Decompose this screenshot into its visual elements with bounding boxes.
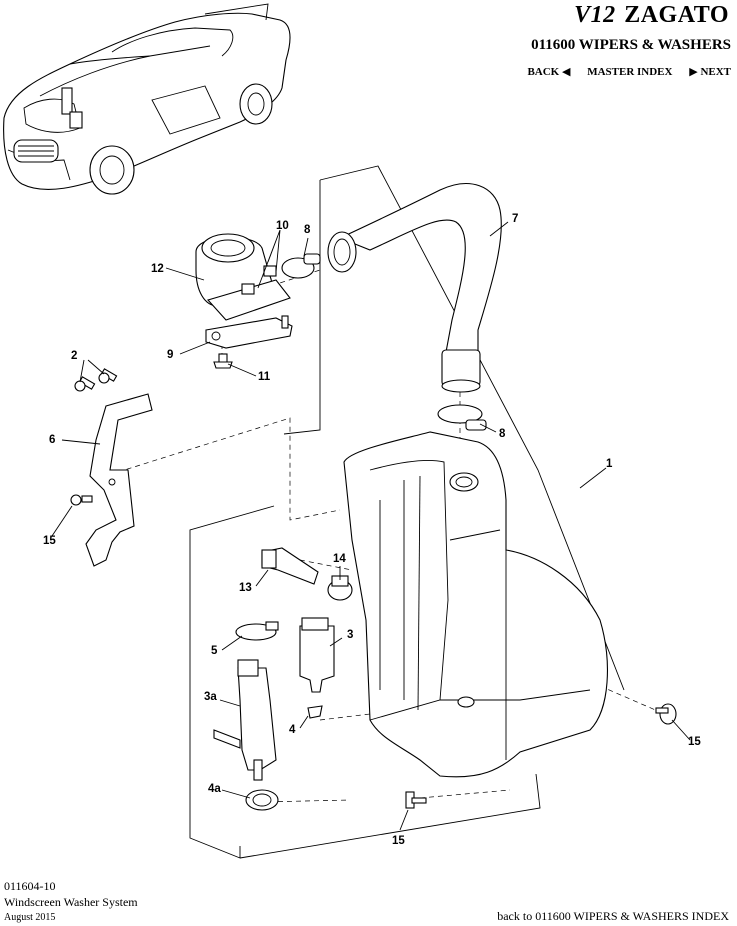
callout-1: 1 <box>606 458 613 470</box>
callout-6: 6 <box>49 434 55 446</box>
back-label: BACK <box>527 66 560 78</box>
hose-clips <box>281 253 487 431</box>
brand-logo: V12 ZAGATO <box>574 2 729 29</box>
callout-leaders <box>51 221 691 831</box>
drawing-title: Windscreen Washer System <box>4 895 138 909</box>
callout-3a: 3a <box>204 691 217 703</box>
callout-10: 10 <box>276 220 289 232</box>
washer-hose <box>327 183 502 393</box>
washer-pumps <box>213 617 335 781</box>
callout-4: 4 <box>289 724 296 736</box>
next-link[interactable]: ▶ NEXT <box>689 66 731 78</box>
callout-8-bottom: 8 <box>499 428 506 440</box>
back-link[interactable]: BACK ◀ <box>527 66 570 78</box>
callout-labels: 1 2 3 3a 4 4a 5 6 7 8 8 9 10 11 12 13 14… <box>43 213 701 847</box>
bracket-6 <box>70 368 153 567</box>
callout-11: 11 <box>258 371 271 383</box>
car-thumbnail <box>3 3 291 195</box>
callout-9: 9 <box>167 349 173 361</box>
bracket-9 <box>205 315 293 369</box>
filler-neck <box>195 233 291 321</box>
next-arrow-icon: ▶ <box>689 66 698 78</box>
navigation-bar: BACK ◀ MASTER INDEX ▶ NEXT <box>527 65 731 78</box>
next-label: NEXT <box>700 66 731 78</box>
logo-mark: V12 <box>574 2 616 28</box>
washer-reservoir <box>343 431 608 778</box>
back-to-index-link[interactable]: back to 011600 WIPERS & WASHERS INDEX <box>497 909 729 923</box>
callout-15-bottom: 15 <box>392 835 405 847</box>
section-title: 011600 WIPERS & WASHERS <box>531 37 731 53</box>
back-arrow-icon: ◀ <box>561 66 571 78</box>
small-parts <box>235 547 677 811</box>
callout-2: 2 <box>71 350 77 362</box>
callout-8-top: 8 <box>304 224 311 236</box>
callout-7: 7 <box>512 213 518 225</box>
callout-15-left: 15 <box>43 535 56 547</box>
callout-4a: 4a <box>208 783 221 795</box>
callout-12: 12 <box>151 263 164 275</box>
callout-13: 13 <box>239 582 252 594</box>
callout-15-right: 15 <box>688 736 701 748</box>
callout-14: 14 <box>333 553 346 565</box>
drawing-date: August 2015 <box>4 912 56 923</box>
drawing-code: 011604-10 <box>4 879 56 893</box>
logo-text: ZAGATO <box>624 2 729 28</box>
callout-3: 3 <box>347 629 353 641</box>
master-index-link[interactable]: MASTER INDEX <box>587 66 673 78</box>
callout-5: 5 <box>211 645 218 657</box>
